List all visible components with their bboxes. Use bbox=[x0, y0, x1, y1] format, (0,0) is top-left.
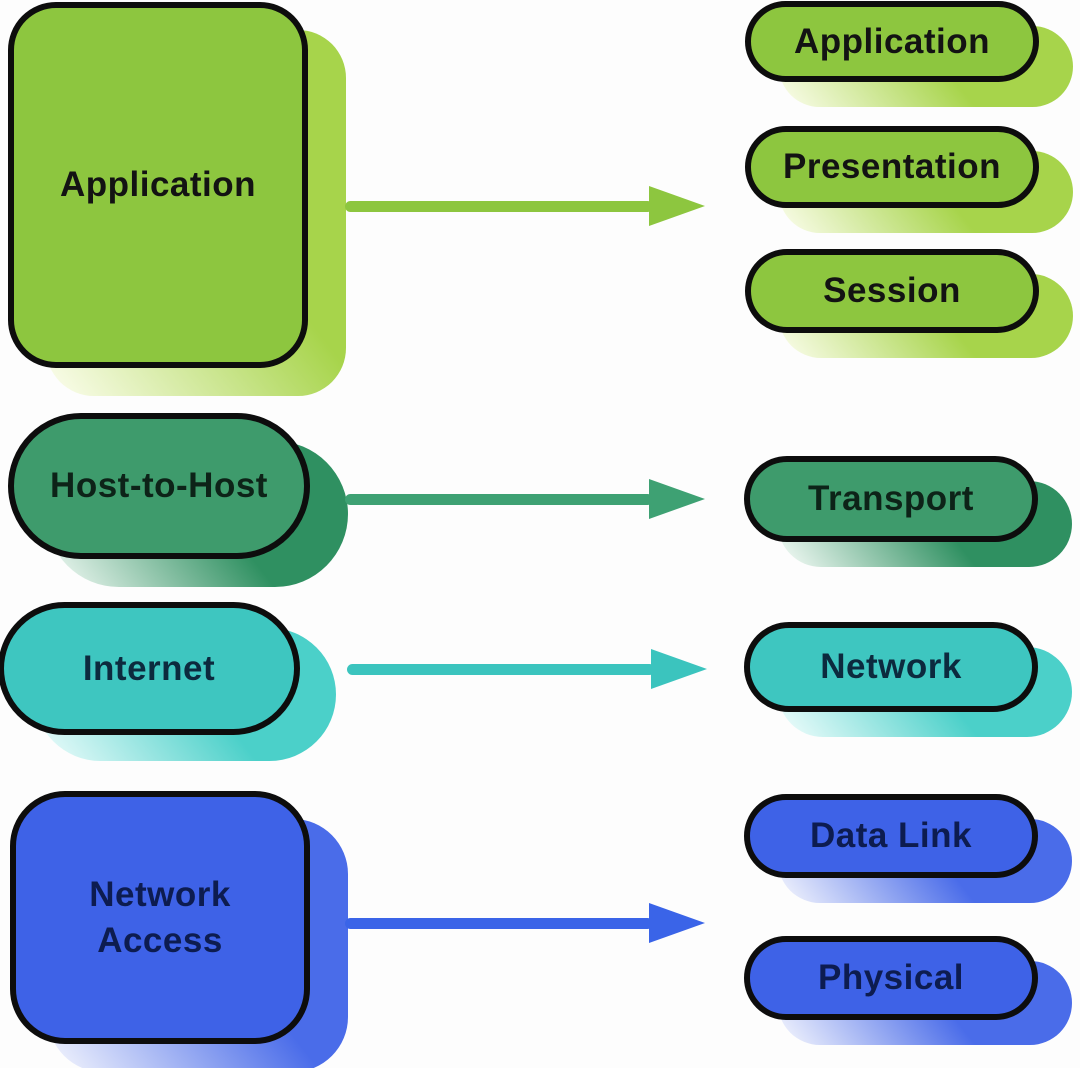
box-label: Application bbox=[793, 21, 991, 61]
arrow-network-access-to-lower-layers bbox=[345, 903, 705, 943]
arrow-host-to-host-to-transport bbox=[345, 479, 705, 519]
arrow-shaft bbox=[347, 664, 655, 675]
box-face: Network Access bbox=[10, 791, 310, 1044]
box-face: Transport bbox=[744, 456, 1038, 542]
tcpip-box-host-to-host: Host-to-Host bbox=[8, 413, 348, 587]
box-face: Application bbox=[745, 1, 1039, 82]
arrow-head bbox=[649, 903, 705, 943]
osi-box-physical: Physical bbox=[744, 936, 1072, 1045]
osi-box-presentation: Presentation bbox=[745, 126, 1073, 233]
box-face: Data Link bbox=[744, 794, 1038, 878]
osi-box-transport: Transport bbox=[744, 456, 1072, 567]
box-face: Host-to-Host bbox=[8, 413, 310, 559]
box-face: Presentation bbox=[745, 126, 1039, 208]
arrow-head bbox=[649, 479, 705, 519]
box-face: Application bbox=[8, 2, 308, 368]
box-face: Internet bbox=[0, 602, 300, 735]
arrow-internet-to-network bbox=[347, 649, 707, 689]
box-label: Internet bbox=[82, 648, 216, 688]
box-label: Network bbox=[820, 647, 962, 686]
box-face: Network bbox=[744, 622, 1038, 712]
arrow-head bbox=[651, 649, 707, 689]
box-label: Presentation bbox=[783, 147, 1001, 186]
arrow-shaft bbox=[345, 201, 653, 212]
box-label: Physical bbox=[817, 958, 965, 997]
osi-box-session: Session bbox=[745, 249, 1073, 358]
tcpip-box-internet: Internet bbox=[0, 602, 336, 761]
box-label: Application bbox=[59, 165, 257, 204]
osi-box-data-link: Data Link bbox=[744, 794, 1072, 903]
arrow-application-to-upper-layers bbox=[345, 186, 705, 226]
box-face: Physical bbox=[744, 936, 1038, 1020]
box-label: Host-to-Host bbox=[50, 466, 268, 505]
box-label: Transport bbox=[808, 479, 974, 518]
tcpip-box-application: Application bbox=[8, 2, 346, 396]
osi-box-application: Application bbox=[745, 1, 1073, 107]
box-label: Network Access bbox=[89, 874, 231, 960]
osi-box-network: Network bbox=[744, 622, 1072, 737]
tcpip-box-network-access: Network Access bbox=[10, 791, 348, 1068]
box-face: Session bbox=[745, 249, 1039, 333]
box-label: Session bbox=[823, 271, 961, 310]
arrow-head bbox=[649, 186, 705, 226]
box-label: Data Link bbox=[809, 816, 973, 855]
arrow-shaft bbox=[345, 494, 653, 505]
arrow-shaft bbox=[345, 918, 653, 929]
